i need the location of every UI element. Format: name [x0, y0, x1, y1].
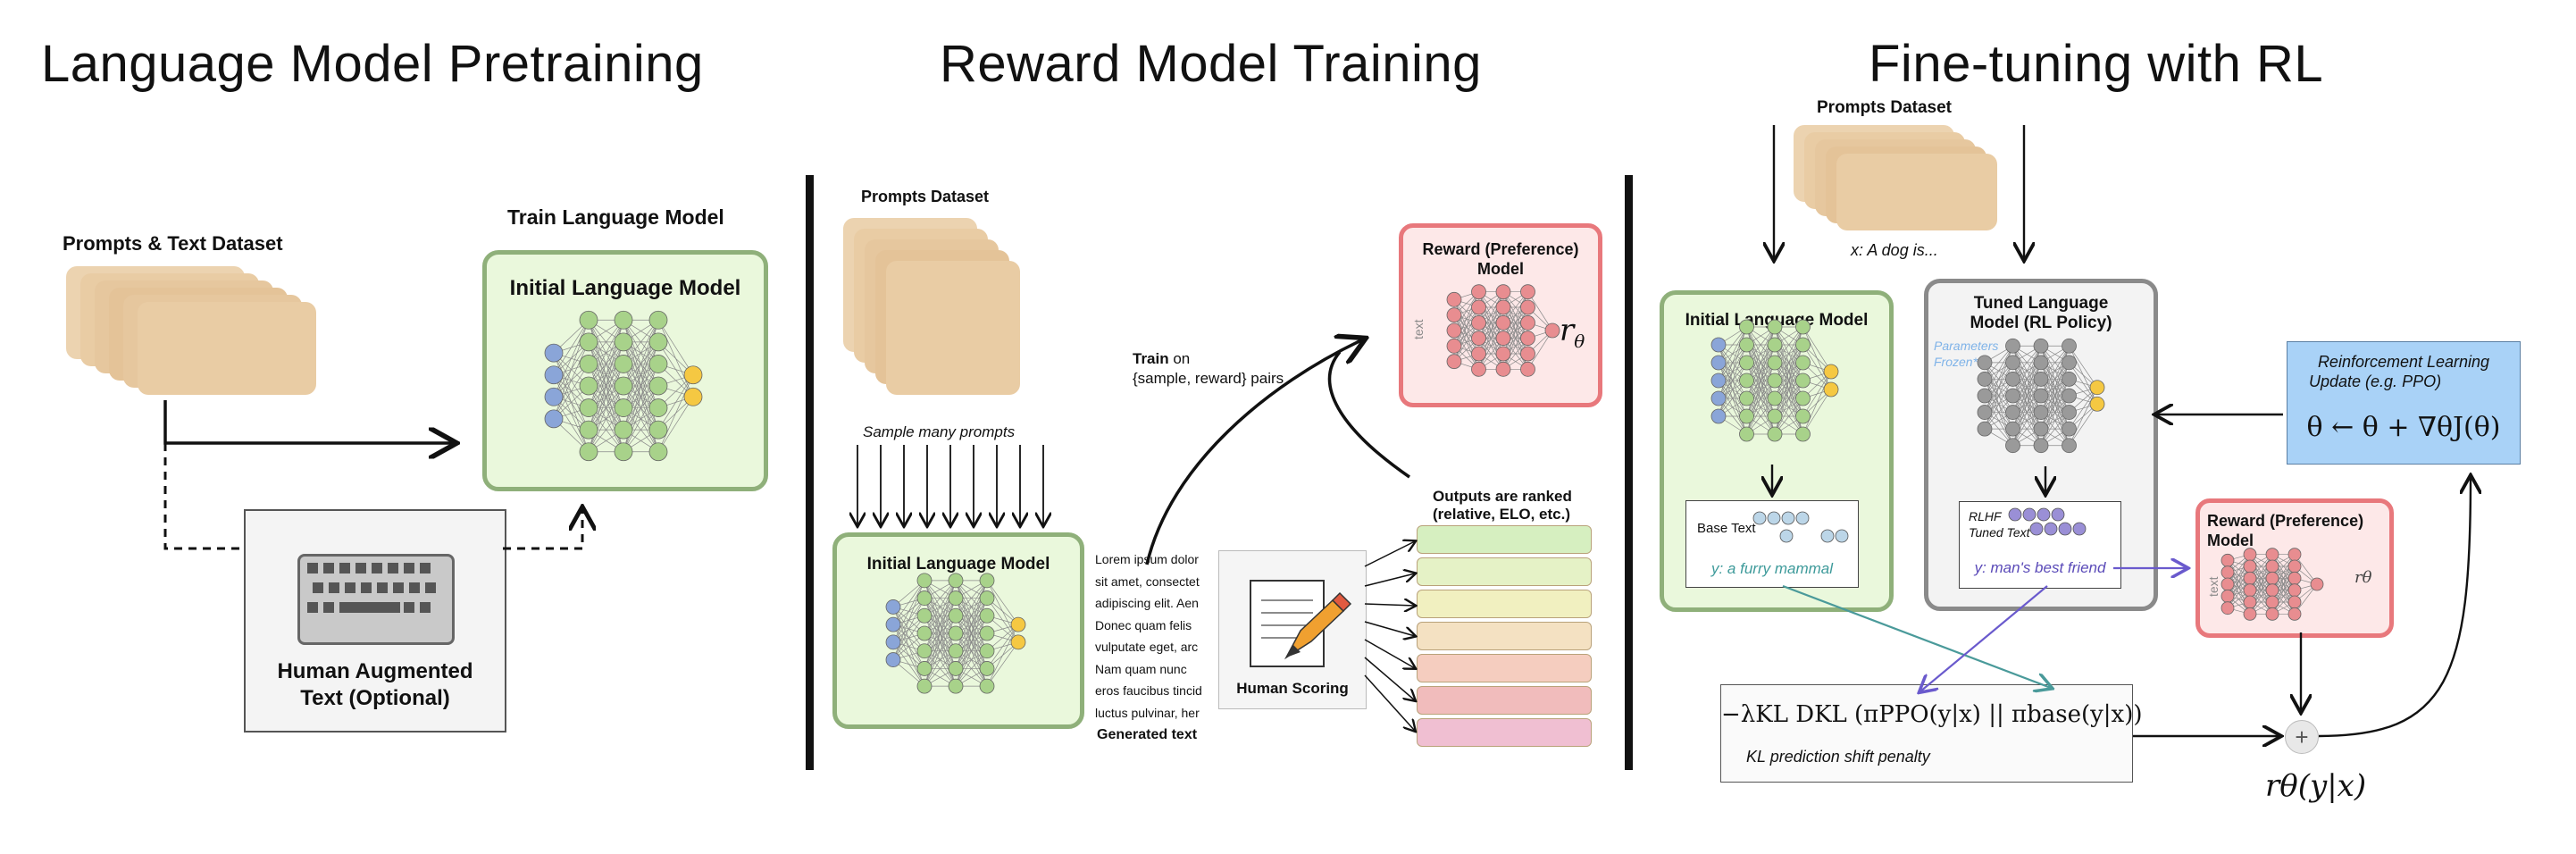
ranked-label-2: (relative, ELO, etc.)	[1433, 506, 1570, 523]
scoring-arrows	[1364, 541, 1415, 731]
rl-update-label-2: Update (e.g. PPO)	[2309, 373, 2442, 390]
reward-initial-lm-box: Initial Language Model	[832, 532, 1084, 729]
frozen-label-1: Parameters	[1934, 339, 1999, 353]
rlhf-label-1: RLHF	[1969, 509, 2002, 523]
finetune-dataset-stack	[1794, 125, 2008, 241]
tuned-lm-label-2: Model (RL Policy)	[1970, 314, 2112, 332]
reward-initial-lm-label: Initial Language Model	[866, 555, 1050, 574]
human-scoring-label: Human Scoring	[1236, 680, 1349, 697]
divider-left	[806, 175, 814, 770]
ranked-label-1: Outputs are ranked	[1433, 488, 1572, 505]
plus-node: +	[2285, 720, 2319, 754]
pretrain-dataset-stack	[66, 266, 325, 400]
ranked-output-bar	[1417, 590, 1592, 618]
lorem-text-block: Lorem ipsum dolor sit amet, consectet ad…	[1095, 552, 1202, 720]
pretrain-initial-lm-box: Initial Language Model	[482, 250, 768, 491]
base-text-label: Base Text	[1697, 521, 1756, 536]
base-text-box: Base Text y: a furry mammal	[1685, 500, 1859, 588]
pretrain-dashed-out	[503, 509, 582, 550]
finetune-title: Fine-tuning with RL	[1869, 35, 2324, 93]
tuned-lm-box: Tuned Language Model (RL Policy) Paramet…	[1924, 279, 2158, 611]
finetune-text-vertical: text	[2206, 576, 2221, 597]
reward-output-label: rθ(y|x)	[2265, 768, 2367, 804]
reward-dataset-stack	[843, 218, 1040, 414]
reward-model-label-2: Model	[1477, 260, 1524, 278]
keyboard-icon	[297, 554, 455, 645]
human-augmented-label-2: Text (Optional)	[300, 686, 450, 710]
base-output: y: a furry mammal	[1710, 560, 1834, 577]
finetune-reward-label-2: Model	[2207, 532, 2254, 549]
human-augmented-box: Human Augmented Text (Optional)	[244, 509, 506, 733]
tuned-output: y: man's best friend	[1974, 559, 2106, 576]
rl-update-formula: θ ← θ + ∇θJ(θ)	[2306, 412, 2501, 443]
pretrain-main-arrow	[163, 400, 454, 443]
ranked-output-bar	[1417, 622, 1592, 650]
rl-update-label-1: Reinforcement Learning	[2317, 353, 2490, 371]
reward-model-label-1: Reward (Preference)	[1422, 240, 1579, 258]
human-scoring-box: Human Scoring	[1218, 550, 1367, 709]
sample-arrows	[857, 445, 1043, 525]
prompt-example: x: A dog is...	[1851, 241, 1938, 259]
train-pairs-label-line1: Train on	[1133, 350, 1191, 367]
finetune-dataset-label: Prompts Dataset	[1817, 98, 1952, 117]
finetune-reward-symbol: rθ	[2354, 568, 2372, 587]
ranked-output-bar	[1417, 686, 1592, 715]
ranked-output-bar	[1417, 718, 1592, 747]
sample-prompts-label: Sample many prompts	[863, 423, 1016, 440]
generated-text-label: Generated text	[1097, 727, 1198, 742]
finetune-initial-lm-label: Initial Language Model	[1685, 311, 1869, 330]
reward-text-vertical: text	[1411, 319, 1426, 339]
train-lm-label: Train Language Model	[507, 205, 724, 229]
human-augmented-label-1: Human Augmented	[277, 659, 473, 683]
ranked-output-bar	[1417, 654, 1592, 682]
pretraining-title: Language Model Pretraining	[41, 35, 704, 93]
ranked-output-bar	[1417, 557, 1592, 586]
pretrain-dataset-label: Prompts & Text Dataset	[63, 232, 283, 255]
frozen-label-2: Frozen*	[1934, 355, 1978, 369]
rlhf-text-box: RLHF Tuned Text y: man's best friend	[1959, 501, 2121, 589]
finetune-initial-lm-box: Initial Language Model Base Text y: a fu…	[1660, 290, 1894, 612]
reward-title: Reward Model Training	[940, 35, 1482, 93]
divider-right	[1625, 175, 1633, 770]
kl-formula: −λKL DKL (πPPO(y|x) || πbase(y|x))	[1721, 701, 2143, 728]
train-curve-right	[1327, 350, 1410, 479]
reward-dataset-label: Prompts Dataset	[861, 188, 990, 205]
rl-update-box: Reinforcement Learning Update (e.g. PPO)…	[2287, 341, 2521, 465]
finetune-reward-label-1: Reward (Preference)	[2207, 512, 2364, 530]
kl-penalty-box: −λKL DKL (πPPO(y|x) || πbase(y|x)) KL pr…	[1720, 684, 2143, 783]
ranked-output-bar	[1417, 525, 1592, 554]
train-pairs-label-line2: {sample, reward} pairs	[1133, 370, 1284, 387]
tuned-lm-label-1: Tuned Language	[1973, 294, 2109, 313]
rlhf-label-2: Tuned Text	[1969, 525, 2030, 540]
kl-caption: KL prediction shift penalty	[1746, 748, 1930, 766]
reward-symbol: rθ	[1560, 313, 1585, 352]
pretrain-initial-lm-label: Initial Language Model	[509, 276, 741, 300]
pretrain-dashed-in	[163, 443, 244, 550]
